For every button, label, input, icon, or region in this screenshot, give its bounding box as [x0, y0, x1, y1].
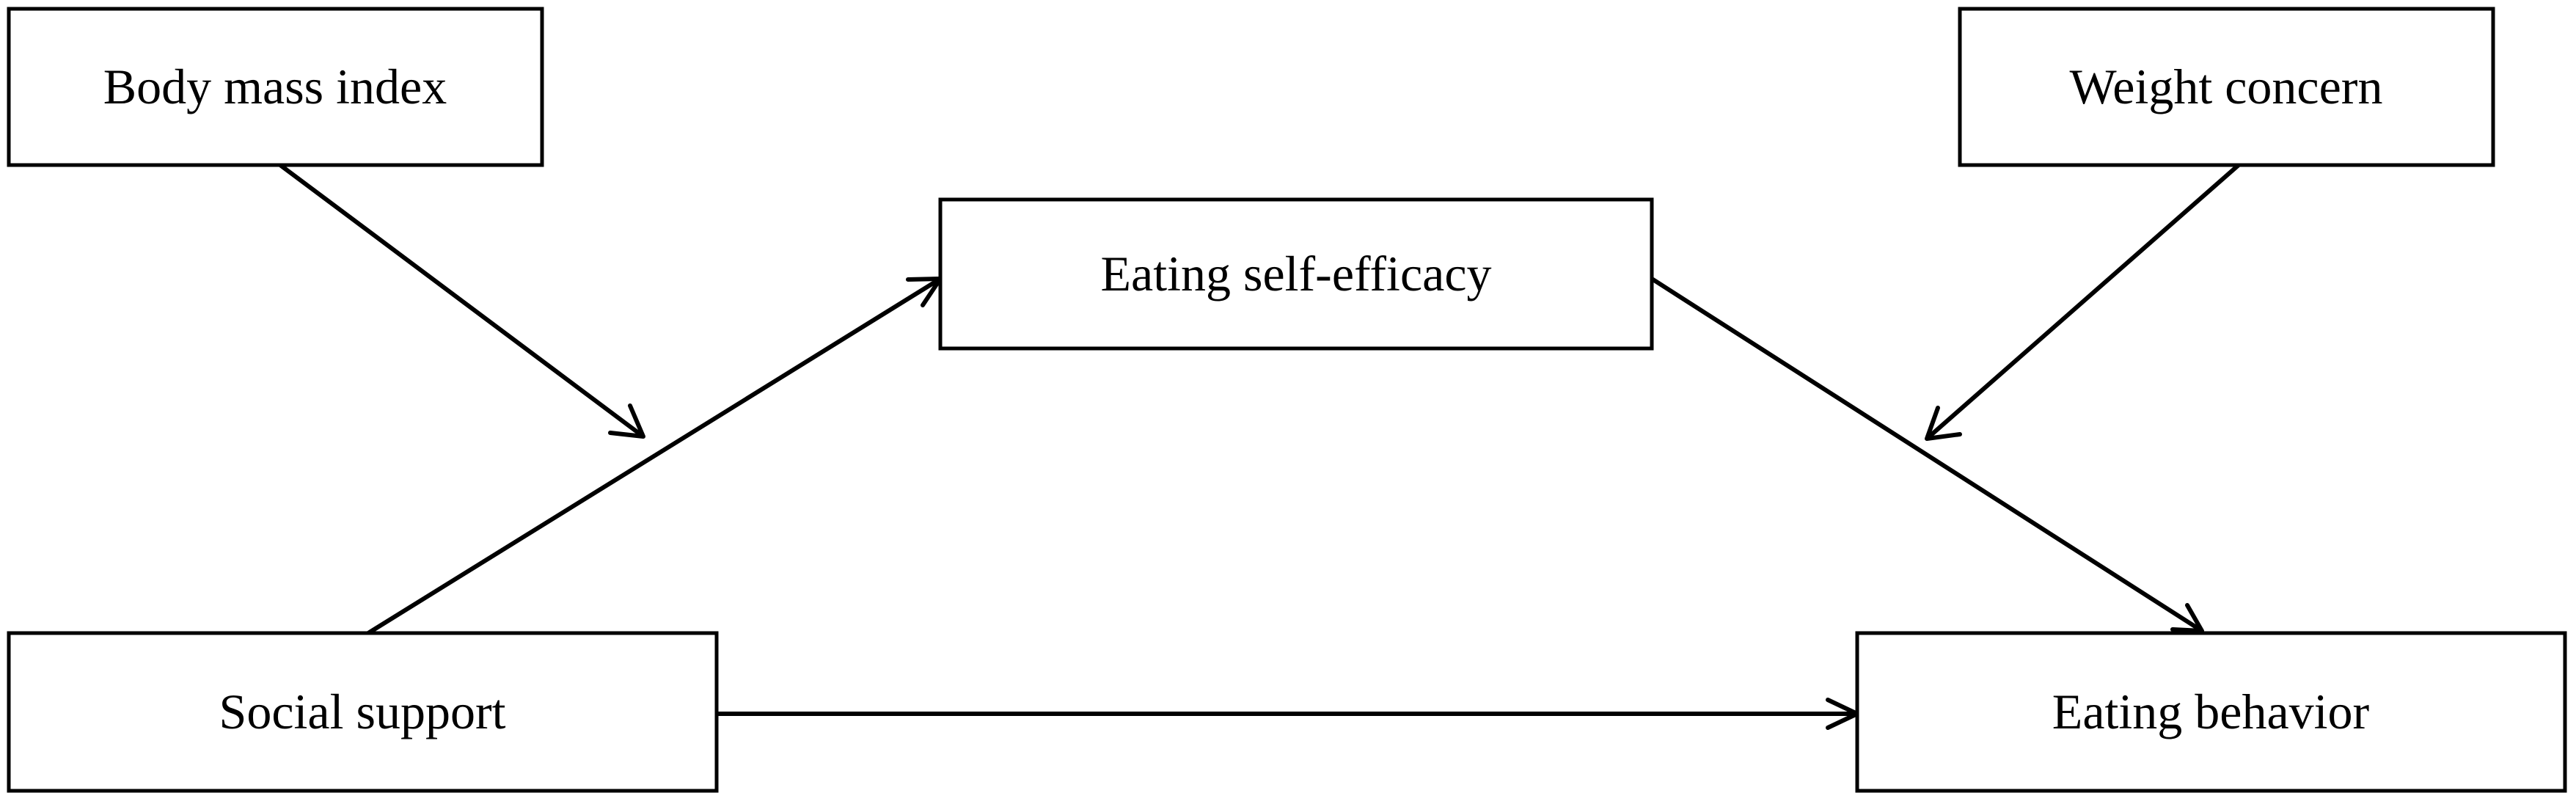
node-label-weight-concern: Weight concern [2070, 59, 2383, 114]
node-eating-self-efficacy: Eating self-efficacy [938, 197, 1654, 351]
edge-body-mass-index-moderation [279, 163, 645, 439]
node-eating-behavior: Eating behavior [1855, 631, 2567, 793]
node-body-mass-index: Body mass index [7, 7, 544, 167]
node-label-eating-behavior: Eating behavior [2052, 684, 2370, 739]
node-weight-concern: Weight concern [1958, 7, 2495, 167]
node-label-body-mass-index: Body mass index [103, 59, 447, 114]
edge-social-support-to-eating-behavior [717, 698, 1859, 730]
edge-eating-self-efficacy-to-eating-behavior [1650, 277, 2204, 633]
edge-social-support-to-eating-self-efficacy [367, 277, 943, 635]
node-social-support: Social support [7, 631, 719, 793]
edge-weight-concern-moderation [1925, 163, 2240, 441]
node-label-eating-self-efficacy: Eating self-efficacy [1100, 246, 1491, 302]
node-label-social-support: Social support [219, 684, 506, 739]
